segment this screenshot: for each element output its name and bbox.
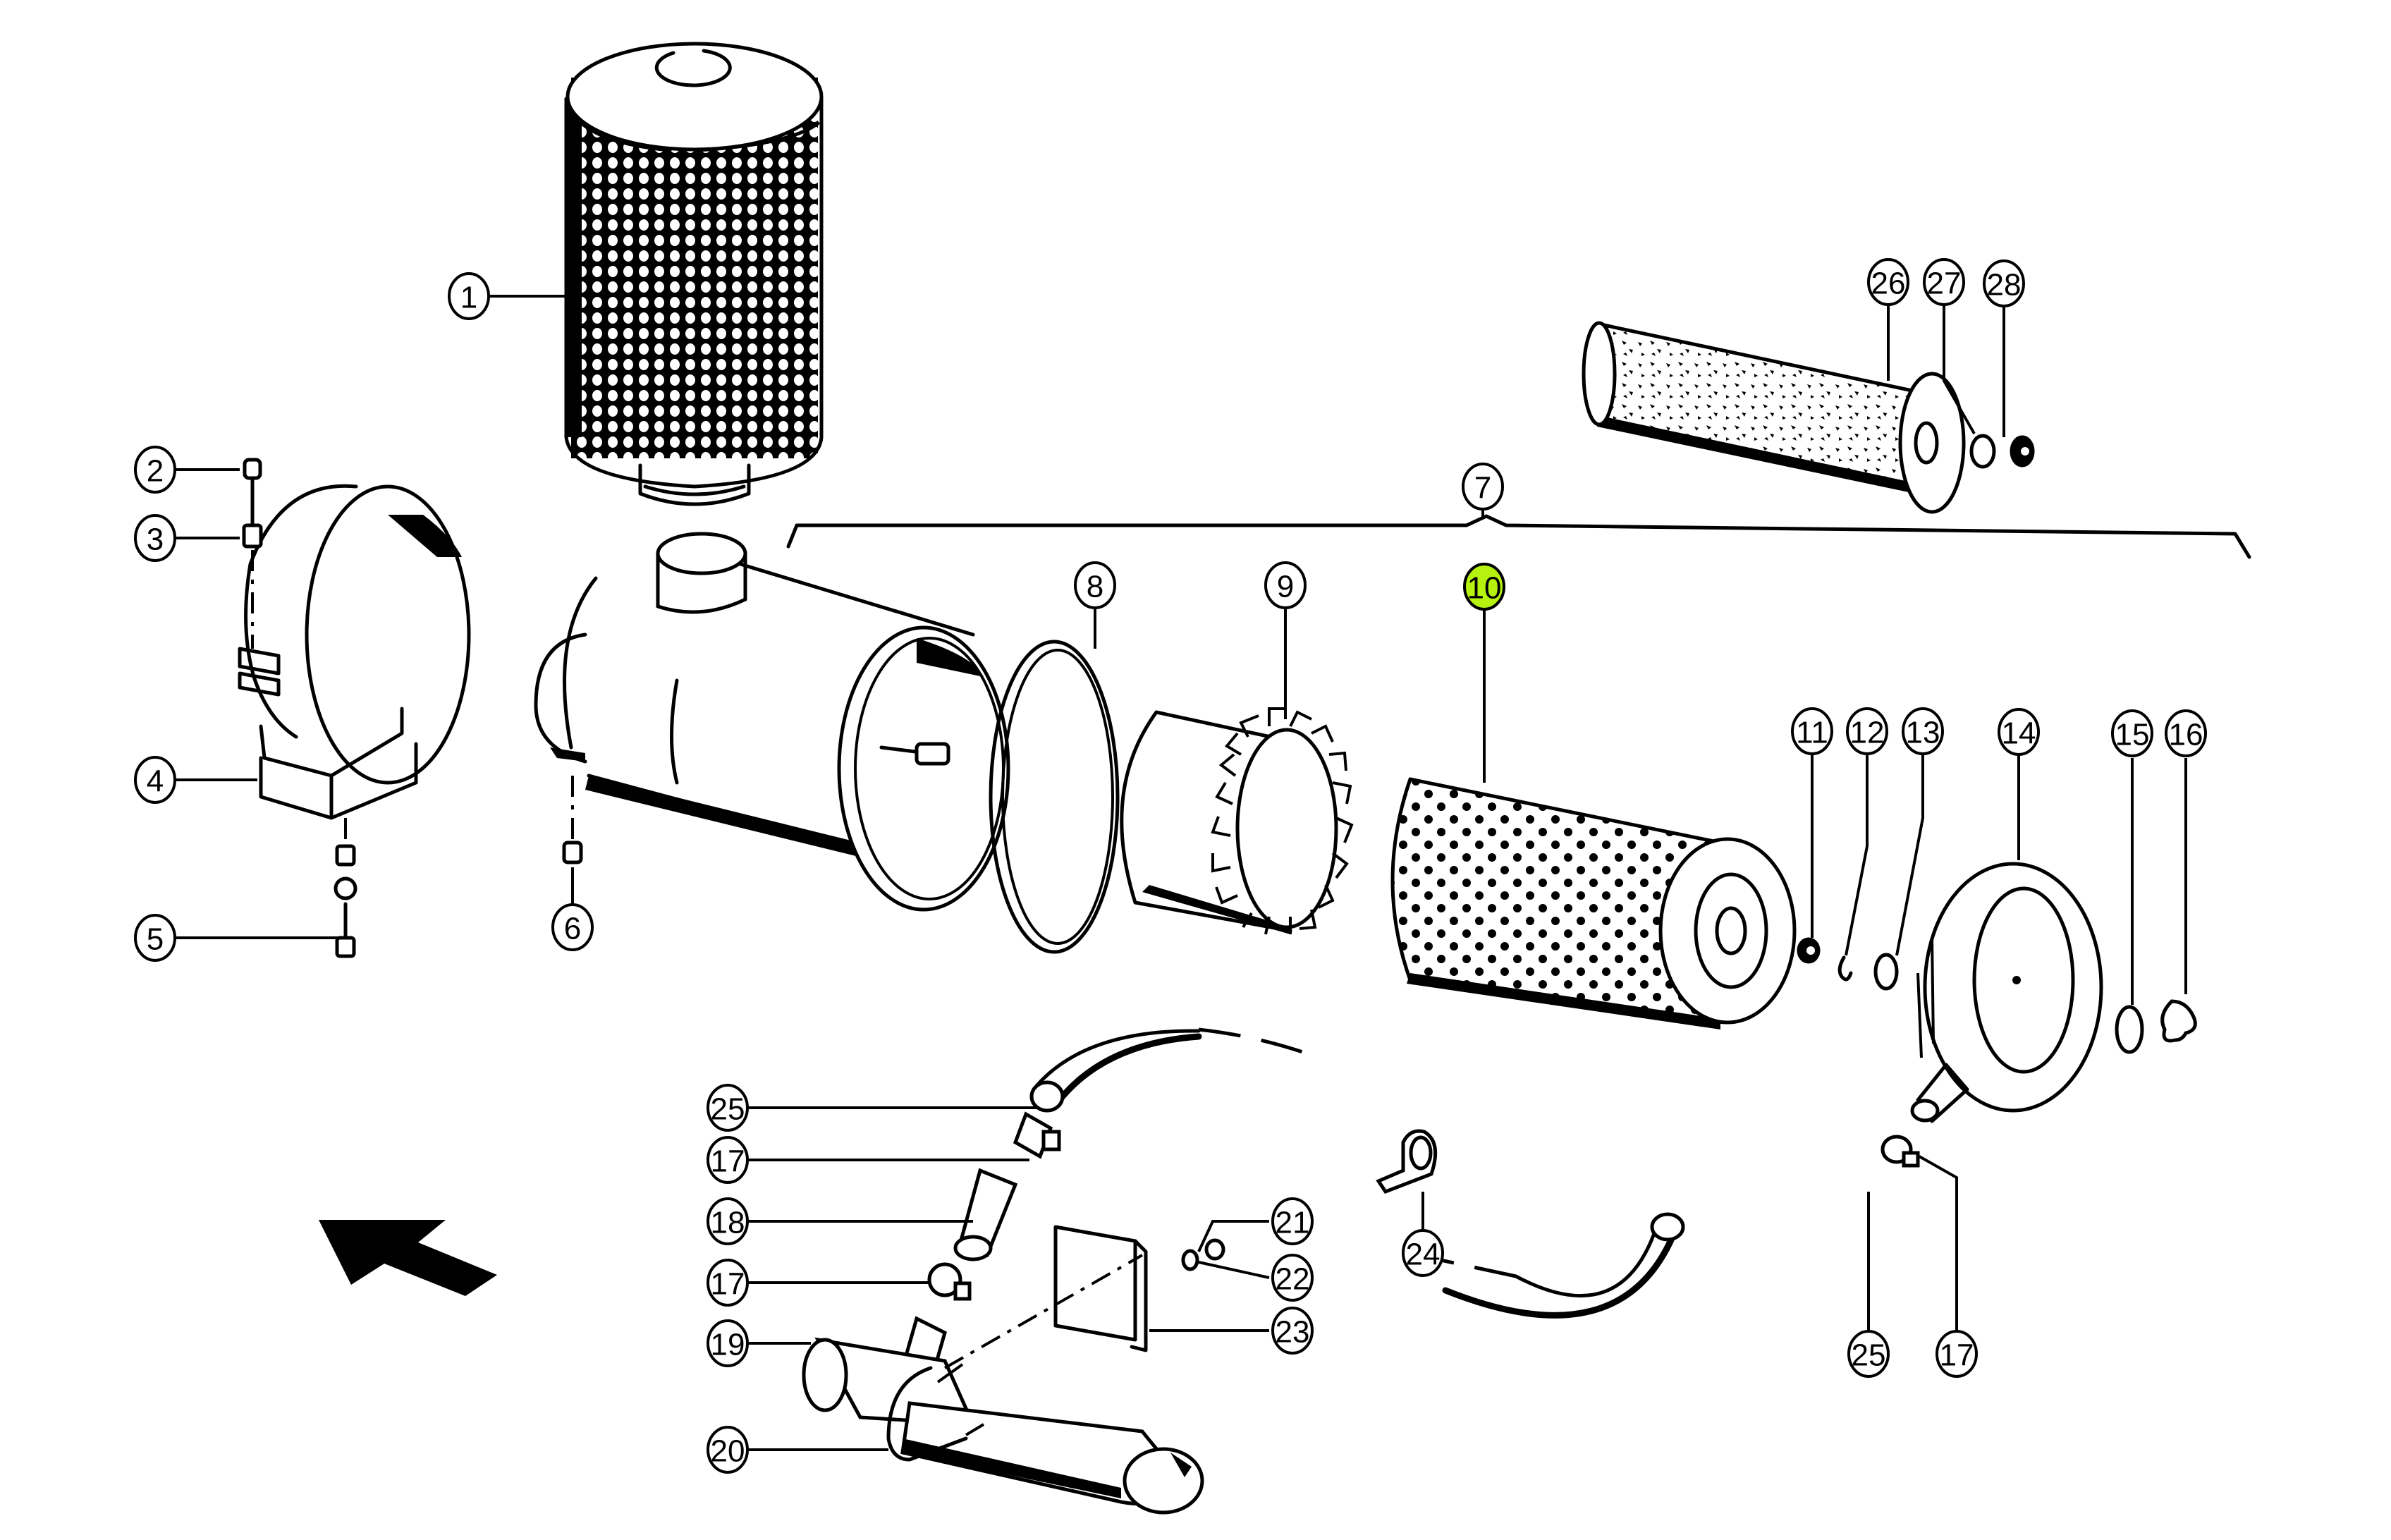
callout-8[interactable]: 8 bbox=[1074, 561, 1116, 609]
part-6-nut[interactable] bbox=[562, 776, 583, 864]
part-4-mounting-band[interactable] bbox=[238, 484, 471, 820]
callout-17-mid[interactable]: 17 bbox=[707, 1259, 749, 1307]
svg-text:9: 9 bbox=[1277, 570, 1294, 604]
svg-text:10: 10 bbox=[1467, 571, 1502, 606]
part-13-washer[interactable] bbox=[1873, 953, 1899, 991]
filter-housing[interactable] bbox=[534, 532, 1010, 912]
part-17-clamp-top[interactable] bbox=[1013, 1111, 1061, 1159]
callout-25-left[interactable]: 25 bbox=[707, 1084, 749, 1132]
callout-17-top[interactable]: 17 bbox=[707, 1136, 749, 1184]
svg-text:21: 21 bbox=[1276, 1206, 1310, 1240]
part-15-washer[interactable] bbox=[2115, 1005, 2144, 1054]
part-8-seal-ring[interactable] bbox=[989, 640, 1120, 954]
callout-18[interactable]: 18 bbox=[707, 1197, 749, 1245]
callout-21[interactable]: 21 bbox=[1271, 1197, 1314, 1245]
svg-text:17: 17 bbox=[1940, 1338, 1974, 1373]
svg-text:11: 11 bbox=[1796, 716, 1828, 750]
svg-text:18: 18 bbox=[711, 1206, 745, 1240]
part-23-bracket-plate[interactable] bbox=[944, 1225, 1148, 1369]
svg-text:4: 4 bbox=[147, 764, 164, 799]
part-25-hose-left[interactable] bbox=[1029, 1027, 1319, 1113]
callout-1[interactable]: 1 bbox=[448, 272, 490, 320]
part-9-vane-tube[interactable] bbox=[1120, 707, 1354, 935]
svg-text:23: 23 bbox=[1276, 1315, 1310, 1350]
callout-26[interactable]: 26 bbox=[1867, 258, 1909, 306]
svg-text:2: 2 bbox=[147, 454, 164, 489]
part-12-clip[interactable] bbox=[1837, 955, 1853, 982]
callout-10-highlighted[interactable]: 10 bbox=[1463, 563, 1505, 611]
svg-text:26: 26 bbox=[1871, 267, 1906, 301]
svg-text:6: 6 bbox=[564, 912, 581, 946]
callout-11[interactable]: 11 bbox=[1791, 707, 1833, 755]
part-10-main-filter[interactable] bbox=[1390, 777, 1797, 1029]
svg-text:28: 28 bbox=[1987, 268, 2022, 302]
callout-20[interactable]: 20 bbox=[707, 1426, 749, 1474]
svg-text:14: 14 bbox=[2002, 716, 2036, 751]
callout-19[interactable]: 19 bbox=[707, 1319, 749, 1367]
part-14-end-cover[interactable] bbox=[1910, 862, 2103, 1123]
callout-5[interactable]: 5 bbox=[134, 914, 176, 962]
part-1-precleaner[interactable] bbox=[564, 42, 824, 506]
svg-text:20: 20 bbox=[711, 1434, 745, 1469]
part-26-safety-filter[interactable] bbox=[1582, 321, 1966, 514]
callout-12[interactable]: 12 bbox=[1846, 707, 1888, 755]
callout-7[interactable]: 7 bbox=[1462, 463, 1504, 511]
part-22-washer[interactable] bbox=[1181, 1249, 1199, 1271]
svg-text:8: 8 bbox=[1087, 570, 1103, 604]
svg-text:5: 5 bbox=[147, 922, 164, 957]
svg-text:7: 7 bbox=[1474, 471, 1491, 506]
part-17-clamp-right[interactable] bbox=[1881, 1135, 1920, 1168]
callout-4[interactable]: 4 bbox=[134, 756, 176, 804]
callout-16[interactable]: 16 bbox=[2165, 709, 2207, 757]
callout-17-right[interactable]: 17 bbox=[1936, 1330, 1978, 1378]
leader-lines bbox=[176, 295, 2187, 1451]
svg-text:15: 15 bbox=[2115, 718, 2150, 752]
part-11-wing-nut[interactable] bbox=[1797, 937, 1821, 964]
callout-23[interactable]: 23 bbox=[1271, 1307, 1314, 1355]
part-16-wing-nut[interactable] bbox=[2160, 999, 2197, 1043]
callout-3[interactable]: 3 bbox=[134, 514, 176, 562]
svg-text:17: 17 bbox=[711, 1144, 745, 1179]
svg-text:22: 22 bbox=[1276, 1262, 1310, 1297]
svg-text:24: 24 bbox=[1406, 1238, 1441, 1272]
callout-22[interactable]: 22 bbox=[1271, 1254, 1314, 1302]
callout-13[interactable]: 13 bbox=[1902, 707, 1944, 755]
part-20-u-bolt[interactable] bbox=[886, 1363, 985, 1462]
callout-14[interactable]: 14 bbox=[1998, 708, 2040, 756]
part-5-bolt[interactable] bbox=[334, 818, 357, 958]
svg-text:17: 17 bbox=[711, 1267, 745, 1302]
part-27-washer[interactable] bbox=[1969, 434, 1996, 469]
svg-text:25: 25 bbox=[1852, 1338, 1886, 1373]
part-17-clamp-mid[interactable] bbox=[927, 1262, 972, 1301]
svg-text:3: 3 bbox=[147, 522, 164, 557]
callout-9[interactable]: 9 bbox=[1264, 561, 1307, 609]
part-28-nut[interactable] bbox=[2010, 435, 2035, 468]
part-21-nut[interactable] bbox=[1204, 1238, 1225, 1261]
part-2-nut[interactable] bbox=[243, 458, 262, 480]
svg-text:1: 1 bbox=[460, 281, 477, 315]
callout-24[interactable]: 24 bbox=[1402, 1229, 1444, 1277]
svg-text:16: 16 bbox=[2169, 718, 2203, 752]
svg-text:27: 27 bbox=[1927, 267, 1962, 301]
callout-28[interactable]: 28 bbox=[1983, 259, 2025, 307]
svg-text:13: 13 bbox=[1906, 716, 1940, 750]
part-24-hose-clip[interactable] bbox=[1376, 1129, 1438, 1194]
svg-text:25: 25 bbox=[711, 1092, 745, 1127]
callout-2[interactable]: 2 bbox=[134, 446, 176, 494]
callout-25-right[interactable]: 25 bbox=[1847, 1330, 1890, 1378]
svg-text:12: 12 bbox=[1850, 716, 1885, 750]
group-bracket-7 bbox=[786, 514, 2251, 559]
vane-teeth bbox=[1211, 707, 1354, 935]
callout-27[interactable]: 27 bbox=[1923, 258, 1965, 306]
svg-text:19: 19 bbox=[711, 1328, 745, 1362]
part-3-bolt[interactable] bbox=[242, 477, 263, 649]
airflow-direction-arrow bbox=[319, 1220, 497, 1296]
callout-15[interactable]: 15 bbox=[2111, 709, 2153, 757]
callout-6[interactable]: 6 bbox=[551, 903, 594, 951]
part-25-hose-right[interactable] bbox=[1424, 1212, 1685, 1319]
part-18-tube[interactable] bbox=[953, 1168, 1018, 1261]
